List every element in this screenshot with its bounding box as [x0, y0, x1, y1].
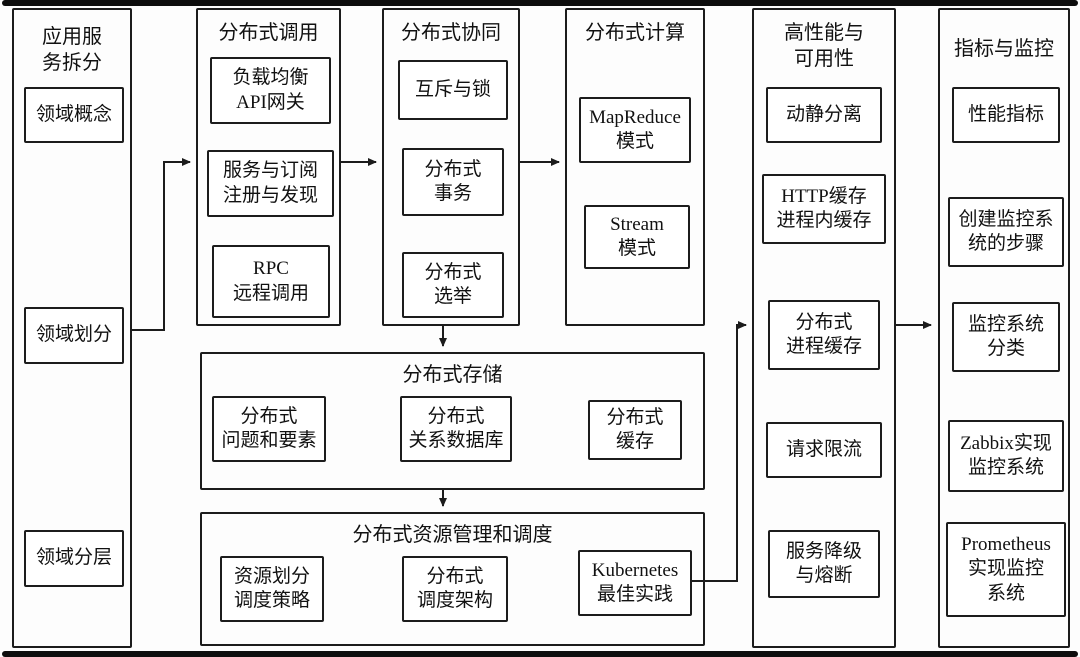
node-zabbix-monitoring: Zabbix实现 监控系统 — [948, 420, 1064, 492]
node-mutex-lock: 互斥与锁 — [398, 60, 508, 120]
group-title-metrics-monitoring: 指标与监控 — [954, 38, 1054, 60]
node-static-dynamic-separation: 动静分离 — [766, 87, 882, 143]
top-edge-bar — [2, 0, 1078, 6]
group-distributed-storage: 分布式存储 分布式 问题和要素 分布式 关系数据库 分布式 缓存 — [200, 352, 705, 490]
bottom-edge-bar — [2, 651, 1078, 657]
node-resource-partition-strategy: 资源划分 调度策略 — [220, 556, 324, 622]
group-metrics-monitoring: 指标与监控 性能指标 创建监控系 统的步骤 监控系统 分类 Zabbix实现 监… — [938, 8, 1070, 648]
node-monitoring-system-steps: 创建监控系 统的步骤 — [948, 197, 1064, 267]
node-distributed-scheduling-architecture: 分布式 调度架构 — [402, 556, 508, 622]
node-distributed-problems-elements: 分布式 问题和要素 — [212, 396, 326, 462]
node-kubernetes-best-practice: Kubernetes 最佳实践 — [578, 550, 692, 616]
node-service-degradation-circuit-break: 服务降级 与熔断 — [768, 530, 880, 598]
group-title-performance-availability: 高性能与 可用性 — [784, 22, 864, 70]
node-service-registry-discovery: 服务与订阅 注册与发现 — [207, 150, 334, 217]
group-title-distributed-coordination: 分布式协同 — [401, 22, 501, 44]
group-performance-availability: 高性能与 可用性 动静分离 HTTP缓存 进程内缓存 分布式 进程缓存 请求限流… — [752, 8, 896, 648]
group-distributed-resource-scheduling: 分布式资源管理和调度 资源划分 调度策略 分布式 调度架构 Kubernetes… — [200, 512, 705, 646]
node-monitoring-system-categories: 监控系统 分类 — [952, 302, 1060, 372]
node-distributed-process-cache: 分布式 进程缓存 — [768, 300, 880, 370]
node-domain-concept: 领域概念 — [24, 87, 124, 143]
node-distributed-cache: 分布式 缓存 — [588, 400, 682, 460]
group-distributed-coordination: 分布式协同 互斥与锁 分布式 事务 分布式 选举 — [382, 8, 520, 326]
group-distributed-computing: 分布式计算 MapReduce 模式 Stream 模式 — [565, 8, 705, 326]
node-load-balance-api-gateway: 负载均衡 API网关 — [210, 57, 331, 124]
node-prometheus-monitoring: Prometheus 实现监控 系统 — [946, 522, 1066, 617]
node-domain-division: 领域划分 — [24, 307, 124, 364]
node-distributed-transaction: 分布式 事务 — [402, 148, 504, 216]
group-distributed-call: 分布式调用 负载均衡 API网关 服务与订阅 注册与发现 RPC 远程调用 — [196, 8, 341, 326]
node-performance-metrics: 性能指标 — [952, 87, 1060, 143]
node-domain-layering: 领域分层 — [24, 530, 124, 587]
group-title-distributed-resource-scheduling: 分布式资源管理和调度 — [352, 524, 553, 546]
group-title-distributed-storage: 分布式存储 — [402, 364, 503, 386]
group-title-distributed-call: 分布式调用 — [218, 22, 319, 44]
node-rpc-remote-call: RPC 远程调用 — [212, 245, 330, 318]
node-mapreduce-pattern: MapReduce 模式 — [579, 97, 691, 163]
node-http-cache-in-process-cache: HTTP缓存 进程内缓存 — [762, 174, 886, 244]
node-distributed-election: 分布式 选举 — [402, 252, 504, 318]
group-app-service-split: 应用服 务拆分 领域概念 领域划分 领域分层 — [12, 8, 132, 648]
group-title-distributed-computing: 分布式计算 — [585, 22, 685, 44]
node-stream-pattern: Stream 模式 — [584, 205, 690, 269]
node-distributed-relational-db: 分布式 关系数据库 — [400, 396, 512, 462]
arrow-resource-to-col5 — [690, 321, 747, 582]
arrow-col1-to-col2 — [132, 158, 191, 331]
group-title-app-service-split: 应用服 务拆分 — [42, 26, 102, 74]
node-request-rate-limit: 请求限流 — [766, 422, 882, 478]
